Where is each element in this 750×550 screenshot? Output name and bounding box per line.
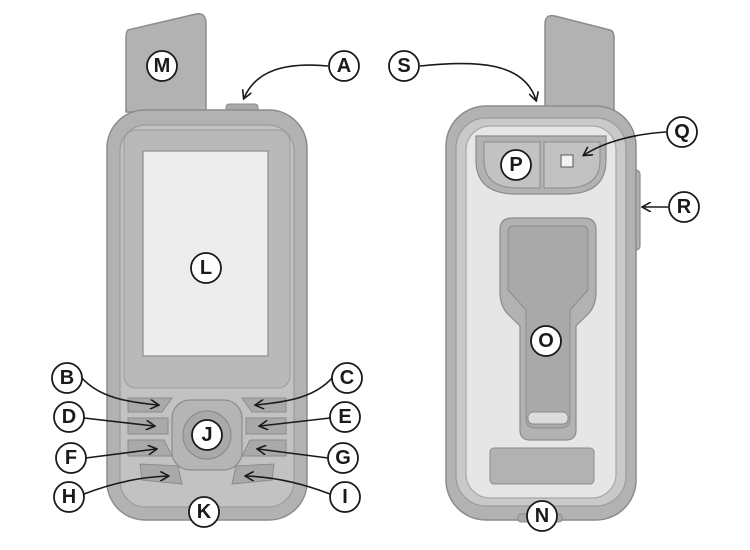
callout-o: O bbox=[530, 325, 562, 357]
callout-label-h: H bbox=[62, 486, 76, 508]
callout-h: H bbox=[53, 481, 85, 513]
callout-label-a: A bbox=[337, 55, 351, 77]
callout-label-l: L bbox=[200, 257, 212, 279]
arrow-b bbox=[81, 377, 158, 405]
arrow-h bbox=[83, 476, 168, 495]
callout-label-g: G bbox=[335, 447, 351, 469]
callout-n: N bbox=[526, 500, 558, 532]
callout-label-j: J bbox=[201, 424, 212, 446]
callout-a: A bbox=[328, 50, 360, 82]
callout-label-n: N bbox=[535, 505, 549, 527]
callout-g: G bbox=[327, 442, 359, 474]
button-f bbox=[127, 439, 173, 457]
callout-e: E bbox=[329, 401, 361, 433]
callout-r: R bbox=[668, 191, 700, 223]
callouts: A M L B C D E F bbox=[51, 50, 700, 532]
callout-q: Q bbox=[666, 116, 698, 148]
flash-window bbox=[560, 154, 574, 168]
callout-label-s: S bbox=[397, 55, 410, 77]
label-plate bbox=[489, 447, 595, 485]
arrow-i bbox=[246, 476, 331, 495]
callout-label-d: D bbox=[62, 406, 76, 428]
arrow-c bbox=[256, 377, 333, 405]
callout-b: B bbox=[51, 362, 83, 394]
back-antenna bbox=[544, 14, 615, 113]
callout-label-p: P bbox=[509, 154, 522, 176]
callout-s: S bbox=[388, 50, 420, 82]
arrow-a bbox=[244, 64, 329, 98]
callout-j: J bbox=[191, 419, 223, 451]
callout-c: C bbox=[331, 362, 363, 394]
arrow-g bbox=[258, 449, 329, 459]
leader-arrows bbox=[81, 62, 668, 495]
callout-i: I bbox=[329, 481, 361, 513]
callout-label-k: K bbox=[197, 501, 212, 523]
button-g bbox=[241, 439, 287, 457]
callout-l: L bbox=[190, 252, 222, 284]
callout-label-m: M bbox=[154, 55, 171, 77]
callout-f: F bbox=[55, 442, 87, 474]
arrow-s bbox=[419, 62, 536, 100]
front-view bbox=[106, 12, 308, 521]
callout-label-o: O bbox=[538, 330, 554, 352]
arrow-f bbox=[85, 449, 156, 459]
back-view bbox=[445, 14, 641, 523]
callout-label-i: I bbox=[342, 486, 348, 508]
callout-label-q: Q bbox=[674, 121, 690, 143]
callout-d: D bbox=[53, 401, 85, 433]
callout-p: P bbox=[500, 149, 532, 181]
callout-label-e: E bbox=[338, 406, 351, 428]
callout-label-c: C bbox=[340, 367, 354, 389]
callout-k: K bbox=[188, 496, 220, 528]
callout-m: M bbox=[146, 50, 178, 82]
callout-label-r: R bbox=[677, 196, 692, 218]
callout-label-f: F bbox=[65, 447, 77, 469]
arrow-q bbox=[584, 131, 667, 155]
arrow-e bbox=[260, 417, 331, 426]
spine-slot bbox=[527, 411, 569, 425]
callout-label-b: B bbox=[60, 367, 74, 389]
arrow-d bbox=[83, 417, 154, 426]
